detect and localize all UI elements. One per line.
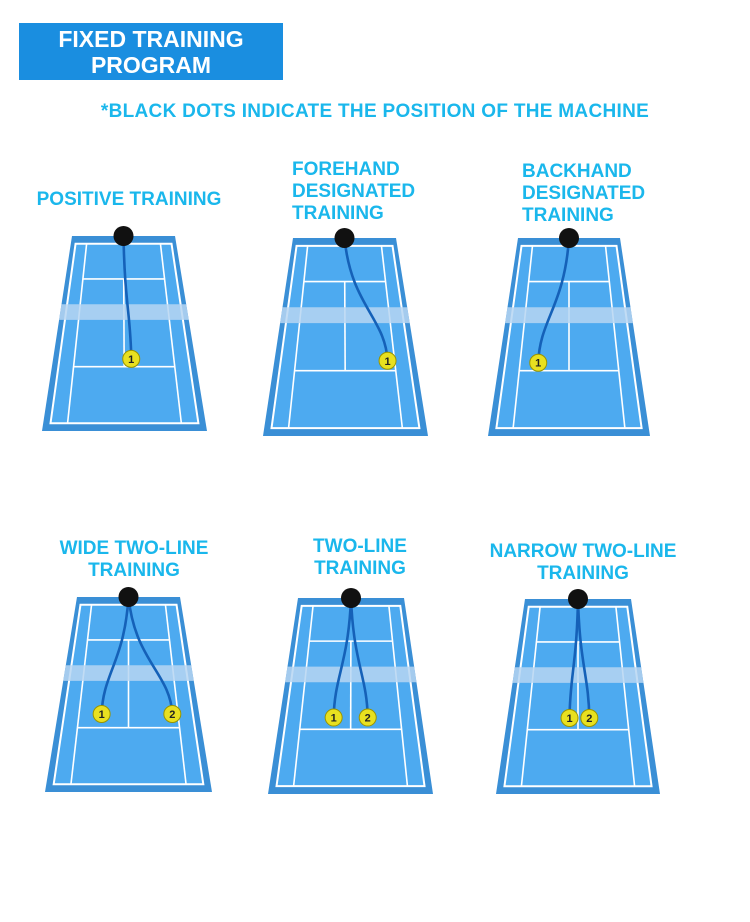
- net-band: [505, 307, 633, 324]
- ball-number: 2: [169, 709, 175, 721]
- singles-sideline: [380, 245, 404, 429]
- diagram-label-two-line: TWO-LINE TRAINING: [313, 536, 407, 579]
- diagram-label-backhand: BACKHAND DESIGNATED TRAINING: [522, 161, 646, 226]
- machine-position-dot: [113, 226, 134, 246]
- ball-trajectory: [576, 598, 591, 718]
- singles-sideline: [604, 245, 626, 429]
- net-band: [285, 666, 417, 683]
- machine-position-dot: [559, 228, 579, 248]
- singles-sideline: [287, 245, 309, 429]
- singles-sideline: [388, 605, 409, 787]
- ball-icon: [163, 705, 182, 723]
- ball-number: 1: [566, 713, 572, 725]
- ball-icon: [92, 705, 111, 723]
- ball-icon: [529, 353, 548, 372]
- ball-number: 1: [535, 358, 541, 370]
- ball-trajectory: [127, 596, 174, 715]
- machine-position-note: *BLACK DOTS INDICATE THE POSITION OF THE…: [100, 101, 650, 122]
- singles-sideline: [164, 604, 187, 785]
- ball-number: 1: [331, 713, 337, 725]
- ball-icon: [378, 351, 397, 370]
- singles-sideline: [615, 606, 636, 787]
- ball-trajectory: [349, 597, 370, 718]
- title-line-1: FIXED TRAINING: [58, 25, 244, 52]
- singles-sideline: [520, 606, 541, 787]
- ball-trajectory: [536, 237, 571, 363]
- ball-number: 1: [384, 356, 390, 368]
- singles-sideline: [159, 243, 183, 424]
- ball-trajectory: [343, 237, 389, 361]
- ball-icon: [560, 708, 579, 727]
- net-band: [512, 667, 644, 683]
- ball-trajectory: [100, 596, 130, 715]
- ball-trajectory: [568, 598, 580, 718]
- ball-icon: [324, 708, 343, 727]
- diagram-label-positive: POSITIVE TRAINING: [36, 189, 222, 210]
- ball-icon: [580, 708, 599, 727]
- singles-sideline: [70, 604, 93, 785]
- ball-number: 2: [586, 713, 592, 725]
- net-band: [59, 304, 189, 320]
- machine-position-dot: [341, 588, 361, 608]
- ball-trajectory: [332, 597, 353, 718]
- machine-position-dot: [118, 587, 139, 607]
- title-line-2: PROGRAM: [90, 51, 212, 78]
- singles-sideline: [66, 243, 88, 424]
- machine-position-dot: [568, 589, 588, 609]
- ball-icon: [358, 708, 377, 727]
- ball-number: 1: [128, 354, 134, 366]
- diagram-label-narrow-two-line: NARROW TWO-LINE TRAINING: [489, 541, 677, 584]
- ball-trajectory: [122, 235, 133, 359]
- net-band: [280, 307, 410, 324]
- singles-sideline: [292, 605, 314, 787]
- diagram-label-forehand: FOREHAND DESIGNATED TRAINING: [292, 159, 416, 224]
- machine-position-dot: [334, 228, 355, 248]
- singles-sideline: [512, 245, 534, 429]
- title-banner: FIXED TRAINING PROGRAM: [19, 23, 283, 80]
- ball-number: 1: [99, 709, 105, 721]
- ball-number: 2: [365, 713, 371, 725]
- ball-icon: [122, 349, 141, 368]
- diagram-label-wide-two-line: WIDE TWO-LINE TRAINING: [59, 538, 209, 581]
